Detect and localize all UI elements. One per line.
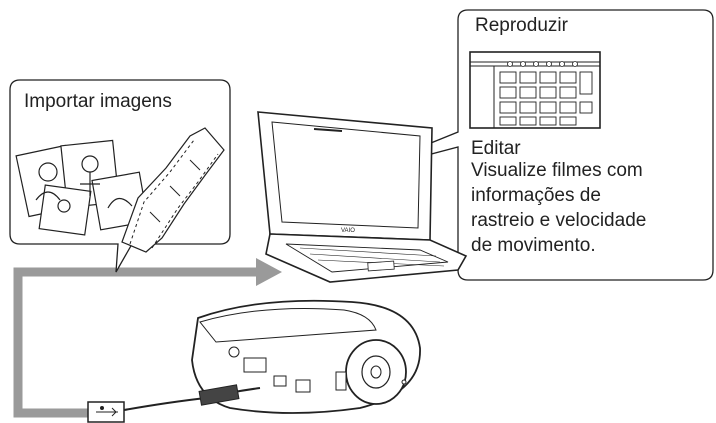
playback-description: Visualize filmes com informações de rast…	[471, 158, 711, 258]
description-line: de movimento.	[471, 235, 596, 256]
playback-callout	[351, 9, 714, 281]
playback-title: Reproduzir	[475, 15, 568, 36]
photos-icon	[15, 139, 149, 236]
import-images-label: Importar imagens	[24, 91, 172, 112]
usb-plug-icon	[87, 384, 261, 423]
arrow-icon	[13, 258, 282, 418]
film-strip-icon	[121, 127, 225, 253]
laptop-icon: VAIO	[257, 111, 468, 283]
edit-label: Editar	[471, 138, 521, 159]
description-line: rastreio e velocidade	[471, 210, 647, 231]
playback-window-icon	[469, 51, 601, 129]
description-line: informações de	[471, 185, 601, 206]
laptop-brand-logo: VAIO	[341, 228, 355, 234]
camera-icon	[191, 299, 421, 414]
description-line: Visualize filmes com	[471, 160, 643, 181]
